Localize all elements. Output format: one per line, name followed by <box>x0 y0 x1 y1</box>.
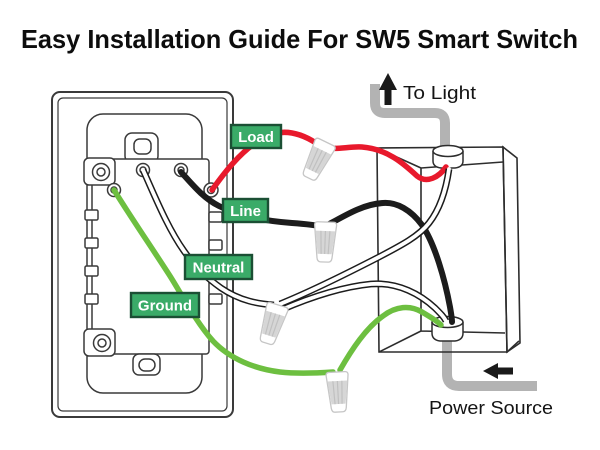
page-title: Easy Installation Guide For SW5 Smart Sw… <box>21 24 578 54</box>
ground-wire-switch-side <box>111 187 336 376</box>
mounting-screws <box>91 162 112 353</box>
line-label-badge: Line <box>221 197 270 224</box>
power-source-cable <box>442 340 537 391</box>
left-arrow-icon <box>483 363 513 379</box>
switch-top-tab-hole <box>133 138 152 155</box>
ground-badge-box <box>129 291 201 319</box>
cable-clamp-top <box>432 144 464 169</box>
clamp-rim <box>432 144 464 158</box>
ground-label-badge: Ground <box>129 291 201 319</box>
load-badge-box <box>229 123 283 150</box>
wire-nut-line <box>313 221 338 263</box>
to-light-label: To Light <box>403 82 476 103</box>
to-light-cable <box>370 84 450 152</box>
neutral-badge-box <box>183 253 254 281</box>
ground-wires <box>111 187 444 376</box>
wire-nut-ground <box>325 370 349 413</box>
switch-side-tabs <box>84 209 223 305</box>
load-label-badge: Load <box>229 123 283 150</box>
neutral-label-badge: Neutral <box>183 253 254 281</box>
line-badge-label: Line <box>230 203 261 220</box>
ground-badge-label: Ground <box>138 298 192 315</box>
wire-nut-neutral <box>259 301 289 346</box>
up-arrow-icon <box>379 73 397 105</box>
load-badge-label: Load <box>238 129 274 146</box>
wire-nut-load <box>302 137 336 181</box>
neutral-badge-label: Neutral <box>193 260 245 277</box>
line-badge-box <box>221 197 270 224</box>
ground-wire-box-side <box>337 304 444 373</box>
cable-clamp-bottom <box>431 315 464 342</box>
switch-bottom-tab-hole <box>138 358 156 372</box>
power-source-label: Power Source <box>429 397 553 418</box>
